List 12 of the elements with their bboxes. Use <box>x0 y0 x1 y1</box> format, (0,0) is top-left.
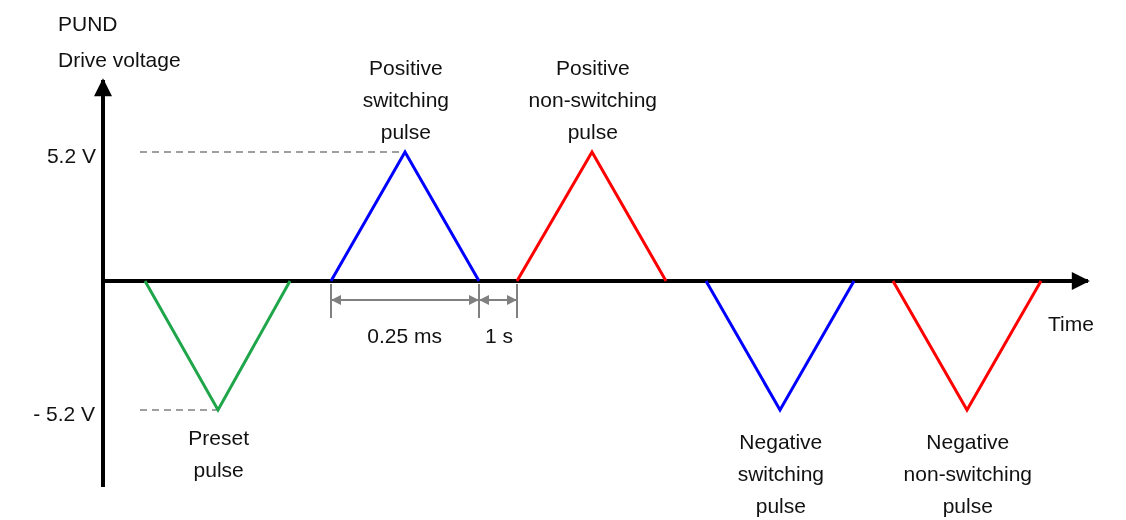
pulse-label: Positive non-switching pulse <box>527 55 658 145</box>
axis-label: Drive voltage <box>58 47 182 73</box>
axis-label: Time <box>1048 311 1095 337</box>
pulse-label: Positive switching pulse <box>361 55 450 145</box>
pulse-label: Preset pulse <box>187 425 250 483</box>
axis-label: PUND <box>58 11 119 37</box>
tick-label: - 5.2 V <box>32 401 96 427</box>
dimension-label: 1 s <box>484 323 514 349</box>
pulse-label: Negative non-switching pulse <box>902 429 1033 519</box>
pulse-label: Negative switching pulse <box>736 429 825 519</box>
dimension-label: 0.25 ms <box>366 323 443 349</box>
tick-label: 5.2 V <box>45 143 96 169</box>
